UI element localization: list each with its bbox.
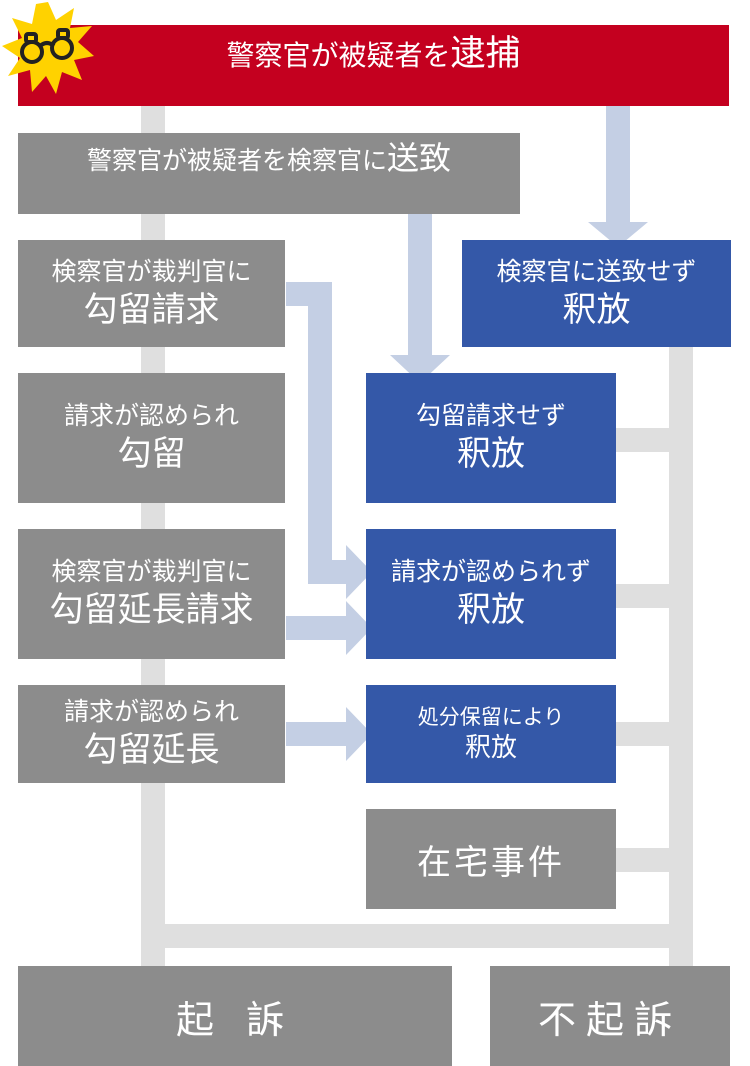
release-no-referral-line2: 釈放 — [562, 289, 631, 330]
referral-emphasis: 送致 — [387, 139, 452, 177]
arrest-emphasis: 逮捕 — [450, 34, 521, 74]
release-pending-disposition-line1: 処分保留により — [417, 705, 565, 729]
release-request-denied-line2: 釈放 — [457, 590, 525, 630]
release-no-detention-request-line1: 勾留請求せず — [415, 401, 566, 430]
non-prosecution-box: 不起訴 — [490, 966, 730, 1066]
arrow-extension-request-to-denied-release — [286, 601, 372, 655]
referral-prefix: 警察官が被疑者を検察官に — [86, 146, 387, 175]
extension-request-line1: 検察官が裁判官に — [51, 557, 252, 586]
detention-granted-box: 請求が認められ 勾留 — [18, 373, 285, 503]
release-pending-disposition-line2: 釈放 — [464, 733, 517, 763]
handcuffs-icon — [2, 2, 94, 94]
extension-granted-line2: 勾留延長 — [83, 730, 220, 770]
arrow-extension-to-pending-release — [286, 707, 372, 761]
home-case-box: 在宅事件 — [366, 809, 616, 909]
bottom-connector-line — [141, 924, 693, 948]
branch-line-3 — [610, 722, 680, 746]
home-case-label: 在宅事件 — [417, 842, 565, 883]
release-request-denied-line1: 請求が認められず — [390, 557, 591, 586]
extension-request-box: 検察官が裁判官に 勾留延長請求 — [18, 529, 285, 659]
branch-line-4 — [610, 848, 680, 872]
referral-box: 警察官が被疑者を検察官に 送致 — [18, 133, 520, 214]
arrest-prefix: 警察官が被疑者を — [226, 39, 451, 72]
release-pending-disposition-box: 処分保留により 釈放 — [366, 685, 616, 783]
detention-granted-line2: 勾留 — [117, 434, 186, 474]
release-request-denied-box: 請求が認められず 釈放 — [366, 529, 616, 659]
detention-request-line2: 勾留請求 — [83, 289, 220, 330]
detention-request-box: 検察官が裁判官に 勾留請求 — [18, 240, 285, 347]
extension-granted-box: 請求が認められ 勾留延長 — [18, 685, 285, 783]
release-no-detention-request-box: 勾留請求せず 釈放 — [366, 373, 616, 503]
prosecution-label: 起 訴 — [175, 997, 295, 1042]
branch-line-2 — [610, 584, 680, 608]
extension-request-line2: 勾留延長請求 — [49, 590, 254, 630]
arrow-referral-to-no-detention-release — [390, 213, 450, 383]
extension-granted-line1: 請求が認められ — [63, 697, 239, 726]
prosecution-box: 起 訴 — [18, 966, 452, 1066]
arrow-detention-request-to-denied-release — [286, 282, 372, 599]
branch-line-1 — [610, 428, 680, 452]
detention-request-line1: 検察官が裁判官に — [51, 256, 252, 286]
arrest-box: 警察官が被疑者を 逮捕 — [18, 25, 729, 106]
arrow-arrest-to-release — [588, 106, 648, 247]
non-prosecution-label: 不起訴 — [537, 997, 682, 1042]
release-no-detention-request-line2: 釈放 — [457, 434, 525, 474]
detention-granted-line1: 請求が認められ — [63, 401, 239, 430]
release-no-referral-line1: 検察官に送致せず — [496, 256, 697, 286]
release-no-referral-box: 検察官に送致せず 釈放 — [462, 240, 731, 347]
